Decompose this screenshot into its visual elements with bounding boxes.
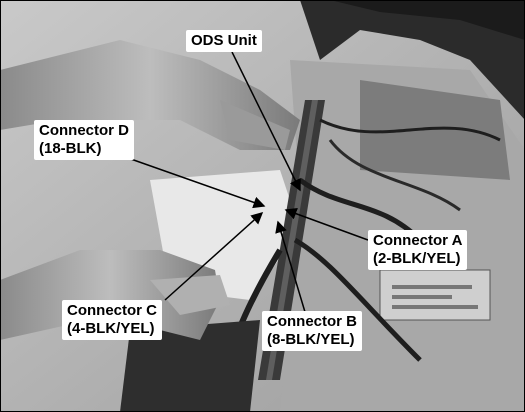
connector-a-callout: Connector A (2-BLK/YEL) <box>368 230 468 270</box>
ods-unit-label: ODS Unit <box>191 32 257 49</box>
connector-b-spec: (8-BLK/YEL) <box>267 331 355 348</box>
connector-b-leader-line <box>275 220 306 313</box>
ods-unit-callout: ODS Unit <box>186 30 262 52</box>
connector-d-spec: (18-BLK) <box>39 140 102 157</box>
seat-cover-shape <box>300 0 525 120</box>
connector-c-spec: (4-BLK/YEL) <box>67 320 155 337</box>
connector-a-leader-line <box>284 207 369 241</box>
ods-leader-line <box>231 51 301 192</box>
connector-d-leader-line <box>127 157 266 209</box>
lower-hand-shape <box>0 250 220 340</box>
upper-hand-shape <box>0 40 300 150</box>
connector-c-label: Connector C <box>67 302 157 319</box>
connector-c-callout: Connector C (4-BLK/YEL) <box>62 300 162 340</box>
connector-d-callout: Connector D (18-BLK) <box>34 120 134 160</box>
connector-a-spec: (2-BLK/YEL) <box>373 250 461 267</box>
connector-d-label: Connector D <box>39 122 129 139</box>
connector-a-label: Connector A <box>373 232 463 249</box>
connector-c-leader-line <box>164 211 264 301</box>
connector-b-label: Connector B <box>267 313 357 330</box>
connector-b-callout: Connector B (8-BLK/YEL) <box>262 311 362 351</box>
